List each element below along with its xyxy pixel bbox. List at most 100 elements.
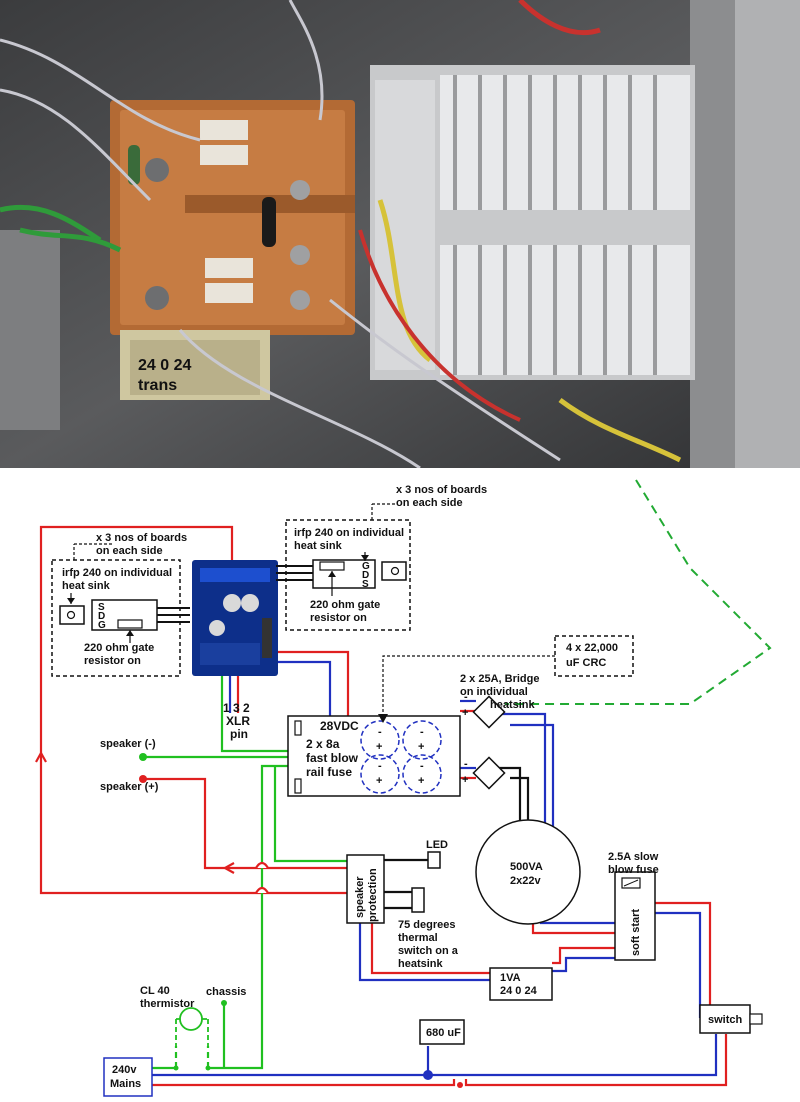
xlr-pin-label: pin (230, 727, 248, 741)
note-left-1: x 3 nos of boards (96, 532, 187, 544)
cap2-plus: + (418, 741, 424, 753)
mains-1: 240v (112, 1064, 137, 1076)
aux-tx-1: 1VA (500, 972, 521, 984)
capacitor-3 (360, 754, 400, 794)
wire-thermal-switch (384, 890, 412, 910)
led-symbol (427, 851, 441, 869)
cap-bank-2: uF CRC (566, 657, 606, 669)
wire-aux-tx-2 (552, 956, 615, 973)
wire-red-main-rail (39, 525, 347, 895)
photo-wires (0, 0, 682, 468)
thermal-1: 75 degrees (398, 919, 455, 931)
main-transformer (475, 819, 581, 925)
cap1-minus: - (378, 726, 382, 738)
wire-board-pos (276, 650, 350, 716)
thermistor-2: thermistor (140, 998, 195, 1010)
slow-fuse-1: 2.5A slow (608, 851, 659, 863)
bridge1-minus: - (464, 691, 468, 703)
cap1-plus: + (376, 741, 382, 753)
wiring-schematic: x 3 nos of boards on each side irfp 240 … (35, 479, 772, 1097)
wire-bridge1-ac2 (498, 712, 547, 838)
junction-neutral (423, 1070, 433, 1080)
mosfet-right-1: irfp 240 on individual (294, 527, 404, 539)
mains-2: Mains (110, 1078, 141, 1090)
gate-right-2: resistor on (310, 612, 367, 624)
power-switch (699, 1004, 751, 1034)
pin-left-s: S (98, 602, 105, 613)
protection-2: protection (367, 868, 379, 922)
wire-speaker-plus (143, 777, 347, 870)
cap-680 (419, 1019, 465, 1045)
bridge1-plus: + (462, 707, 468, 719)
capacitor-4 (402, 754, 442, 794)
fuse-element (623, 879, 639, 887)
mains-input (103, 1057, 153, 1097)
cap-callout-arrow (378, 714, 388, 723)
led-label: LED (426, 839, 448, 851)
capacitor-1 (360, 720, 400, 760)
junction-live (457, 1082, 463, 1088)
cap-680-label: 680 uF (426, 1027, 461, 1039)
thermal-3: switch on a (398, 945, 459, 957)
cap3-minus: - (378, 760, 382, 772)
aux-transformer (489, 967, 553, 1001)
psu-voltage: 28VDC (320, 719, 359, 733)
mosfet-board-left (51, 543, 190, 677)
note-left-2: on each side (96, 545, 163, 557)
fuse-3: rail fuse (306, 765, 352, 779)
transformer-label-1: 24 0 24 (138, 357, 191, 374)
wire-board-neg (276, 660, 332, 716)
bridge-rectifier-1 (472, 695, 506, 729)
speaker-protection-box (346, 854, 385, 924)
power-switch-lever (749, 1013, 763, 1025)
wire-aux-protection-2 (358, 923, 490, 982)
wire-softstart-switch-1 (655, 901, 712, 1018)
pin-left-g: G (98, 620, 106, 631)
psu-capacitor-box (287, 715, 461, 797)
wire-thermistor-earth (174, 1046, 210, 1068)
switch-label: switch (708, 1014, 743, 1026)
cap-bank-1: 4 x 22,000 (566, 642, 618, 654)
chassis-point (221, 1000, 227, 1006)
bridge-label-2: on individual (460, 686, 528, 698)
mosfet-left-2: heat sink (62, 580, 111, 592)
arrow-red-speaker (224, 862, 235, 874)
wire-bridge2-ac1 (510, 776, 530, 838)
speaker-pos-terminal (139, 775, 147, 783)
transformer (120, 330, 270, 400)
heatsink (370, 65, 695, 380)
bridge2-minus: - (464, 758, 468, 770)
wire-aux-protection-1 (370, 923, 490, 975)
gate-left-1: 220 ohm gate (84, 642, 154, 654)
cap-bank-callout (554, 635, 634, 677)
wire-ground-protection (273, 766, 347, 863)
amplifier-board (110, 100, 355, 335)
xlr-pins: 1 3 2 (223, 701, 250, 715)
fuse-2: fast blow (306, 751, 359, 765)
wire-aux-tx-1 (552, 946, 615, 965)
transformer-va: 500VA (510, 861, 543, 873)
amp-board (192, 560, 278, 676)
pin-right-s: S (362, 579, 369, 590)
gate-right-1: 220 ohm gate (310, 599, 380, 611)
transformer-v: 2x22v (510, 875, 541, 887)
thermistor-1: CL 40 (140, 985, 170, 997)
cap-callout-leader (382, 655, 555, 716)
speaker-neg-terminal (139, 753, 147, 761)
fuse-1: 2 x 8a (306, 737, 340, 751)
wire-softstart-switch-2 (655, 911, 702, 1018)
pin-left-d: D (98, 611, 105, 622)
bridge-rectifier-2 (472, 756, 506, 790)
wire-bridge2-ac2 (498, 766, 522, 838)
amplifier-photo: 24 0 24 trans (0, 0, 800, 468)
gate-left-2: resistor on (84, 655, 141, 667)
wire-mains-neutral (140, 1034, 718, 1077)
thermistor-leads (175, 1018, 209, 1046)
thermistor-earth-node (205, 1065, 211, 1071)
cap4-minus: - (420, 760, 424, 772)
bridge2-plus: + (462, 774, 468, 786)
heatsink-outline (505, 479, 772, 705)
pin-right-g: G (362, 561, 370, 572)
capacitor-2 (402, 720, 442, 760)
pin-right-d: D (362, 570, 369, 581)
